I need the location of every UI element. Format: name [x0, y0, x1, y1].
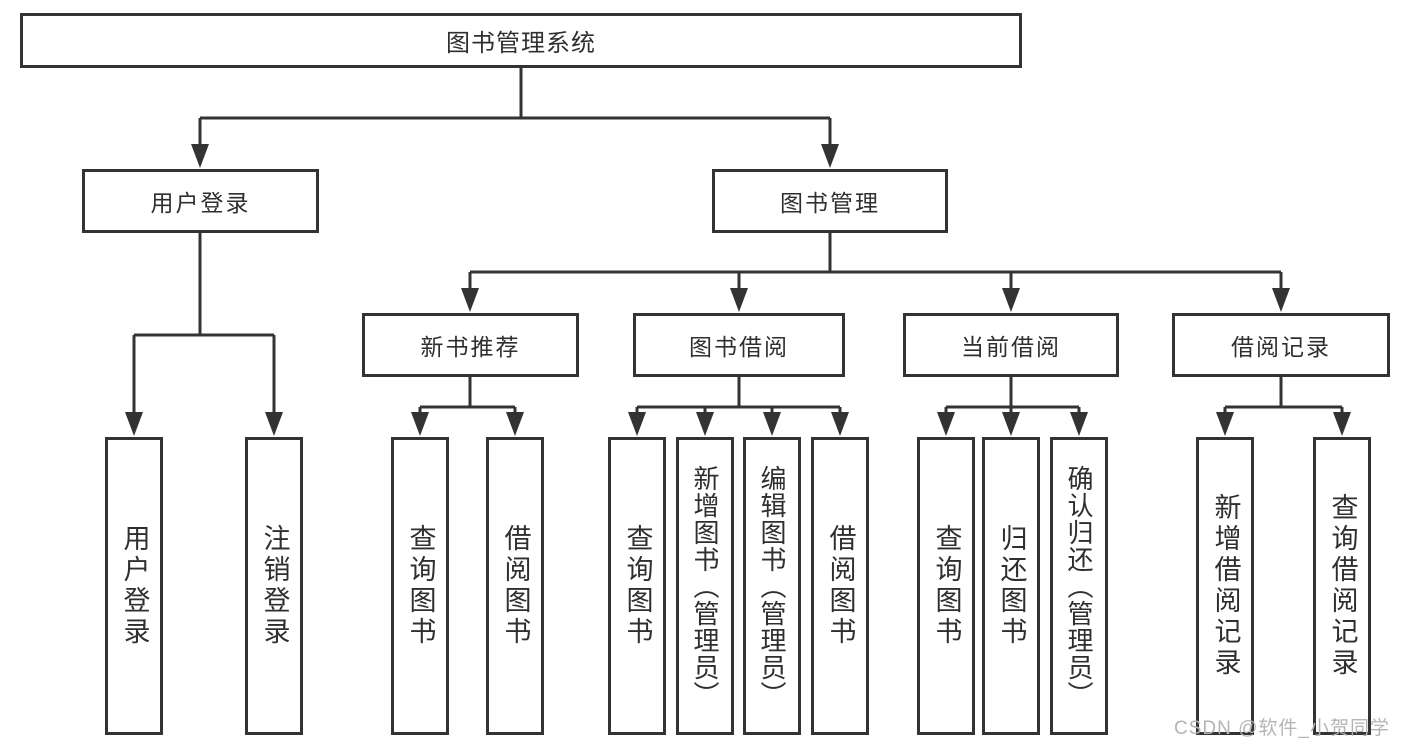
- node-leaf-add-books-admin: 新增图书（管理员）: [676, 437, 734, 735]
- node-leaf-search-borrow-record: 查询借阅记录: [1313, 437, 1371, 735]
- connector-current-borrow-to-leaves: [944, 377, 1081, 415]
- node-new-book-recommend: 新书推荐: [362, 313, 579, 377]
- node-borrow-records: 借阅记录: [1172, 313, 1390, 377]
- connector-borrow-records-to-leaves: [1223, 377, 1344, 415]
- node-leaf-add-borrow-record: 新增借阅记录: [1196, 437, 1254, 735]
- connector-book-borrow-to-leaves: [635, 377, 842, 415]
- node-leaf-borrow-books: 借阅图书: [811, 437, 869, 735]
- node-user-login: 用户登录: [82, 169, 319, 233]
- node-book-management: 图书管理: [712, 169, 948, 233]
- csdn-watermark: CSDN @软件_小贺同学: [1174, 718, 1390, 739]
- connector-root-to-level2: [198, 68, 832, 147]
- node-leaf-logout: 注销登录: [245, 437, 303, 735]
- node-leaf-user-login: 用户登录: [105, 437, 163, 735]
- arrowheads: [125, 144, 1351, 436]
- node-leaf-search-books-borrow: 查询图书: [608, 437, 666, 735]
- node-book-borrow: 图书借阅: [633, 313, 845, 377]
- node-leaf-borrow-books-recommend: 借阅图书: [486, 437, 544, 735]
- node-library-management-system: 图书管理系统: [20, 13, 1022, 68]
- node-leaf-confirm-return-admin: 确认归还（管理员）: [1050, 437, 1108, 735]
- node-leaf-search-books-current: 查询图书: [917, 437, 975, 735]
- connector-user-login-to-leaves: [132, 233, 276, 415]
- node-leaf-edit-books-admin: 编辑图书（管理员）: [743, 437, 801, 735]
- node-leaf-search-books-recommend: 查询图书: [391, 437, 449, 735]
- connector-book-mgmt-to-level3: [468, 233, 1283, 291]
- node-leaf-return-books: 归还图书: [982, 437, 1040, 735]
- connector-new-books-to-leaves: [418, 377, 517, 415]
- node-current-borrow: 当前借阅: [903, 313, 1119, 377]
